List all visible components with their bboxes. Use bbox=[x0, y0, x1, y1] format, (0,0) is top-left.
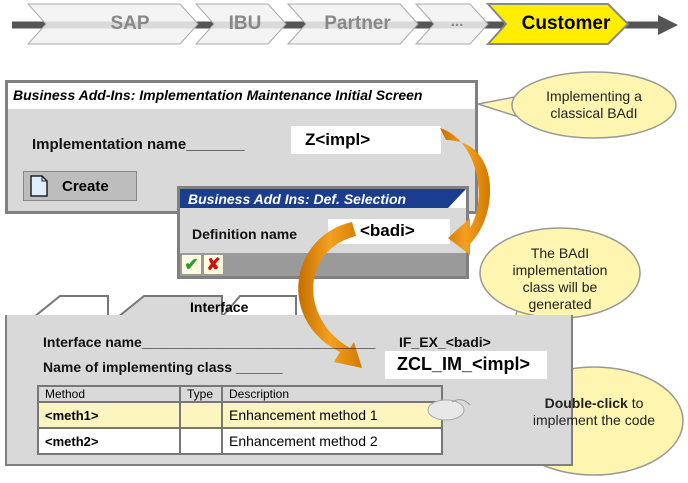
dialog-title: Business Add Ins: Def. Selection bbox=[188, 191, 407, 207]
tab-left[interactable] bbox=[33, 295, 109, 318]
callout-1-text: Implementing a classical BAdI bbox=[546, 88, 642, 121]
implementation-name-input[interactable]: Z<impl> bbox=[291, 126, 441, 154]
tab-right[interactable] bbox=[221, 295, 297, 318]
chevron-customer bbox=[485, 3, 630, 45]
header-description: Description bbox=[221, 385, 443, 403]
interface-name-value: IF_EX_<badi> bbox=[399, 334, 491, 350]
table-row[interactable]: <meth1> Enhancement method 1 bbox=[37, 401, 443, 429]
definition-name-label: Definition name bbox=[192, 226, 298, 242]
create-label: Create bbox=[62, 178, 109, 195]
type-cell bbox=[179, 401, 223, 429]
definition-selection-dialog: Business Add Ins: Def. Selection Definit… bbox=[177, 186, 469, 279]
callout-1-bubble bbox=[511, 71, 677, 139]
flow-arrowhead bbox=[658, 15, 678, 35]
header-type: Type bbox=[179, 385, 223, 403]
tab-strip bbox=[33, 295, 297, 318]
window-title-bar: Business Add-Ins: Implementation Mainten… bbox=[8, 83, 475, 109]
stage-ibu: IBU bbox=[228, 13, 262, 34]
type-cell bbox=[179, 427, 223, 455]
description-cell: Enhancement method 1 bbox=[221, 401, 443, 429]
chevron-sap bbox=[26, 3, 199, 45]
implementing-class-label: Name of implementing class ______ bbox=[43, 359, 283, 375]
stage-sap: SAP bbox=[110, 13, 150, 34]
confirm-check-icon[interactable]: ✔ bbox=[182, 255, 201, 274]
table-row[interactable]: <meth2> Enhancement method 2 bbox=[37, 427, 443, 455]
methods-table: Method Type Description <meth1> Enhancem… bbox=[37, 385, 443, 455]
stage-etc: ... bbox=[450, 13, 464, 30]
tab-interface-label: Interface bbox=[190, 299, 249, 315]
description-cell: Enhancement method 2 bbox=[221, 427, 443, 455]
create-button[interactable]: Create bbox=[23, 171, 137, 201]
stage-partner: Partner bbox=[324, 13, 391, 34]
method-cell[interactable]: <meth2> bbox=[37, 427, 181, 455]
implementing-class-value[interactable]: ZCL_IM_<impl> bbox=[385, 351, 547, 379]
arrow-implementation-to-definition bbox=[440, 128, 491, 255]
tab-interface[interactable] bbox=[117, 295, 223, 318]
window-title: Business Add-Ins: Implementation Mainten… bbox=[13, 87, 423, 103]
stage-customer: Customer bbox=[521, 13, 611, 34]
mouse-icon bbox=[427, 399, 471, 421]
cancel-x-icon[interactable]: ✘ bbox=[204, 255, 223, 274]
chevron-etc bbox=[414, 3, 489, 45]
header-method: Method bbox=[37, 385, 181, 403]
callout-2-text: The BAdI implementation class will be ge… bbox=[512, 245, 608, 312]
callout-3-rest: to implement the code bbox=[532, 395, 656, 428]
callout-3-bold: Double-click bbox=[544, 395, 628, 411]
new-document-icon bbox=[30, 175, 48, 197]
arrow-definition-to-class bbox=[298, 222, 362, 368]
interface-panel: Interface name__________________________… bbox=[5, 315, 573, 466]
implementation-name-label: Implementation name_______ bbox=[32, 136, 245, 153]
method-cell[interactable]: <meth1> bbox=[37, 401, 181, 429]
chevron-ibu bbox=[194, 3, 287, 45]
callout-3-text: Double-click to implement the code bbox=[530, 395, 658, 429]
dialog-title-bar: Business Add Ins: Def. Selection bbox=[180, 189, 466, 208]
table-header-row: Method Type Description bbox=[37, 385, 443, 403]
chevron-partner bbox=[286, 3, 419, 45]
interface-name-label: Interface name__________________________… bbox=[43, 334, 376, 350]
dialog-footer: ✔ ✘ bbox=[180, 253, 466, 276]
